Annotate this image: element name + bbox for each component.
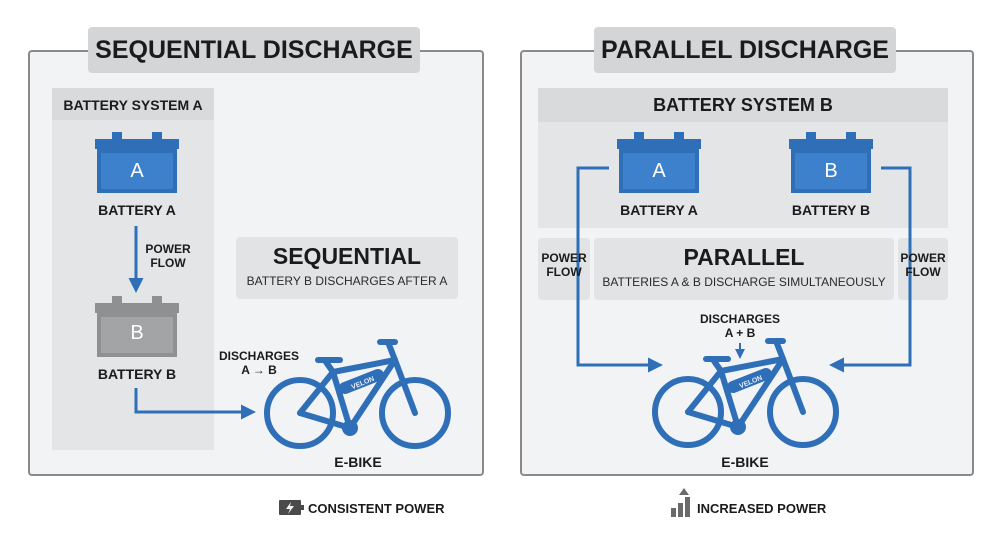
battery-b-label: BATTERY B: [97, 366, 177, 382]
power-flow-left-line2: FLOW: [546, 265, 582, 279]
battery-a-letter: A: [130, 160, 144, 182]
battery-b-letter: B: [130, 322, 144, 344]
discharges-label-line1: DISCHARGES: [218, 349, 299, 363]
power-flow-arrow-right-path: [829, 166, 912, 373]
battery-a-icon: [95, 132, 179, 193]
battery-a-label-parallel: BATTERY A: [620, 202, 698, 218]
power-flow-label-line2: FLOW: [150, 256, 186, 270]
battery-legend-icon: [279, 500, 304, 515]
e-bike-icon-right: [652, 338, 839, 448]
sequential-info-box: SEQUENTIAL BATTERY B DISCHARGES AFTER A: [236, 237, 458, 299]
e-bike-icon-left: [264, 339, 451, 449]
consistent-power-text: CONSISTENT POWER: [308, 501, 445, 516]
sequential-info-subtitle: BATTERY B DISCHARGES AFTER A: [246, 274, 448, 288]
e-bike-label-left: E-BIKE: [334, 454, 382, 470]
discharge-arrow-to-bike: [134, 388, 256, 420]
discharges-label-line2: A → B: [241, 363, 277, 377]
power-flow-right-line2: FLOW: [905, 265, 941, 279]
parallel-info-subtitle: BATTERIES A & B DISCHARGE SIMULTANEOUSLY: [602, 275, 886, 289]
power-flow-box-right: [898, 238, 948, 300]
sequential-title: SEQUENTIAL DISCHARGE: [88, 27, 420, 73]
battery-a-letter-parallel: A: [652, 160, 666, 182]
increased-power-text: INCREASED POWER: [697, 501, 827, 516]
battery-b-icon-parallel: [789, 132, 873, 193]
power-flow-box-left: [538, 238, 590, 300]
sequential-info-title: SEQUENTIAL: [272, 243, 422, 269]
battery-b-label-parallel: BATTERY B: [791, 202, 871, 218]
battery-system-b-header: [538, 88, 948, 122]
consistent-power-legend: CONSISTENT POWER: [308, 501, 445, 516]
power-flow-right-line1: POWER: [900, 251, 946, 265]
parallel-title: PARALLEL DISCHARGE: [594, 27, 896, 73]
battery-a-label: BATTERY A: [98, 202, 176, 218]
battery-system-a-header: [52, 88, 214, 120]
battery-b-letter-parallel: B: [824, 160, 838, 182]
parallel-info-title: PARALLEL: [683, 244, 805, 270]
battery-b-inactive-icon: [95, 296, 179, 357]
e-bike-label-right: E-BIKE: [721, 454, 769, 470]
battery-system-a-label: BATTERY SYSTEM A: [63, 97, 203, 113]
discharges-parallel-line2: A + B: [724, 326, 756, 340]
battery-a-icon-parallel: [617, 132, 701, 193]
parallel-info-box: PARALLEL BATTERIES A & B DISCHARGE SIMUL…: [594, 238, 894, 300]
power-flow-label-line1: POWER: [145, 242, 191, 256]
power-flow-left-line1: POWER: [541, 251, 587, 265]
discharges-parallel-line1: DISCHARGES: [699, 312, 780, 326]
bar-chart-legend-icon: [671, 488, 690, 517]
increased-power-legend: INCREASED POWER: [697, 501, 826, 516]
battery-system-b-label: BATTERY SYSTEM B: [653, 95, 833, 115]
power-flow-arrow-left-path: [576, 166, 663, 373]
